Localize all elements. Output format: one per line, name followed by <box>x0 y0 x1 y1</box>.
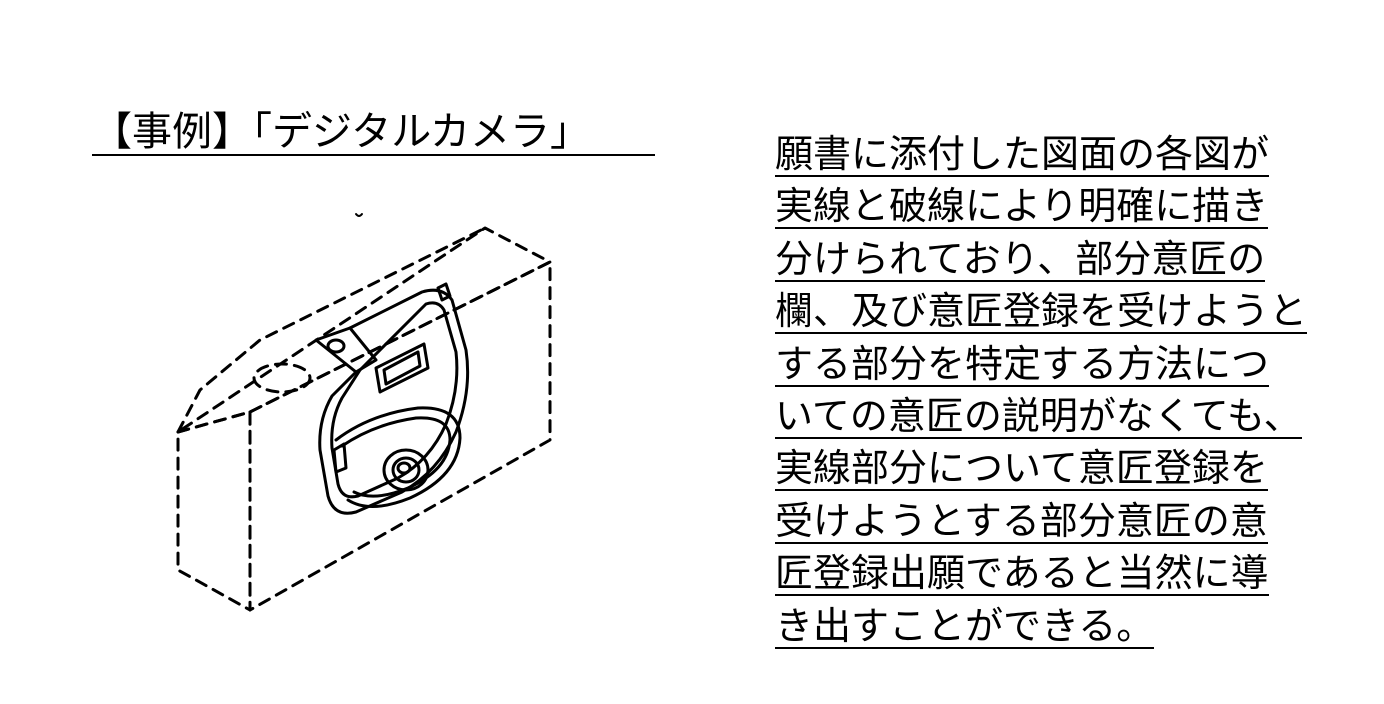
solid-partial-design <box>314 282 470 515</box>
description-line: する部分を特定する方法につ <box>775 341 1270 387</box>
description-line: 受けようとする部分意匠の意 <box>775 498 1268 544</box>
description-line: 実線部分について意匠登録を <box>775 446 1268 492</box>
page-title: 【事例】「デジタルカメラ」 <box>92 110 655 156</box>
description-line: 匠登録出願であると当然に導 <box>775 551 1269 597</box>
description-line: 願書に添付した図面の各図が <box>775 132 1270 177</box>
camera-line-drawing-icon <box>176 213 552 612</box>
description-line: 実線と破線により明確に描き <box>775 184 1269 230</box>
camera-drawing <box>170 200 560 620</box>
description-line: いての意匠の説明がなくても、 <box>775 393 1302 439</box>
description-line: き出すことができる。 <box>775 603 1155 649</box>
description-line: 欄、及び意匠登録を受けようと <box>775 289 1308 335</box>
description-line: 分けられており、部分意匠の <box>775 236 1266 282</box>
description-text: 願書に添付した図面の各図が 実線と破線により明確に描き 分けられており、部分意匠… <box>775 132 1335 656</box>
dashed-camera-body <box>176 226 552 612</box>
